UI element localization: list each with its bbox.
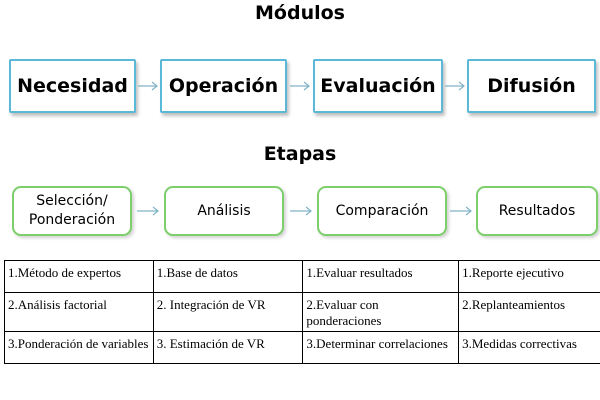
table-cell: 3.Determinar correlaciones xyxy=(302,331,460,364)
table-cell: 2.Evaluar con ponderaciones xyxy=(302,292,460,332)
module-arrow-3 xyxy=(445,81,465,91)
stage-resultados: Resultados xyxy=(476,186,598,236)
table-cell: 2. Integración de VR xyxy=(152,292,304,332)
module-difusion: Difusión xyxy=(467,59,596,113)
table-row: 1.Método de expertos 1.Base de datos 1.E… xyxy=(4,260,600,293)
table-cell: 3.Medidas correctivas xyxy=(458,331,600,364)
module-arrow-1 xyxy=(138,81,158,91)
module-evaluacion: Evaluación xyxy=(313,59,443,113)
stage-seleccion-label: Selección/ xyxy=(36,193,108,209)
table-row: 2.Análisis factorial 2. Integración de V… xyxy=(4,292,600,332)
table-cell: 2.Análisis factorial xyxy=(4,292,154,332)
table-row: 3.Ponderación de variables 3. Estimación… xyxy=(4,331,600,364)
stage-arrow-3 xyxy=(450,206,472,216)
table-cell: 1.Método de expertos xyxy=(4,260,154,293)
table-cell: 1.Reporte ejecutivo xyxy=(458,260,600,293)
module-operacion: Operación xyxy=(160,59,287,113)
stage-ponderacion-label: Ponderación xyxy=(28,212,116,228)
table-cell: 2.Replanteamientos xyxy=(458,292,600,332)
modulos-title: Módulos xyxy=(255,2,345,24)
table-cell: 1.Base de datos xyxy=(152,260,304,293)
etapas-table: 1.Método de expertos 1.Base de datos 1.E… xyxy=(4,260,600,364)
etapas-title: Etapas xyxy=(263,143,337,165)
module-arrow-2 xyxy=(290,81,310,91)
table-cell: 3.Ponderación de variables xyxy=(4,331,154,364)
stage-comparacion: Comparación xyxy=(317,186,447,236)
stage-arrow-1 xyxy=(137,206,159,216)
stage-analisis: Análisis xyxy=(164,186,284,236)
module-necesidad: Necesidad xyxy=(9,59,136,113)
table-cell: 1.Evaluar resultados xyxy=(302,260,460,293)
stage-arrow-2 xyxy=(290,206,312,216)
table-cell: 3. Estimación de VR xyxy=(152,331,304,364)
stage-seleccion-ponderacion: Selección/ Ponderación xyxy=(12,186,132,236)
